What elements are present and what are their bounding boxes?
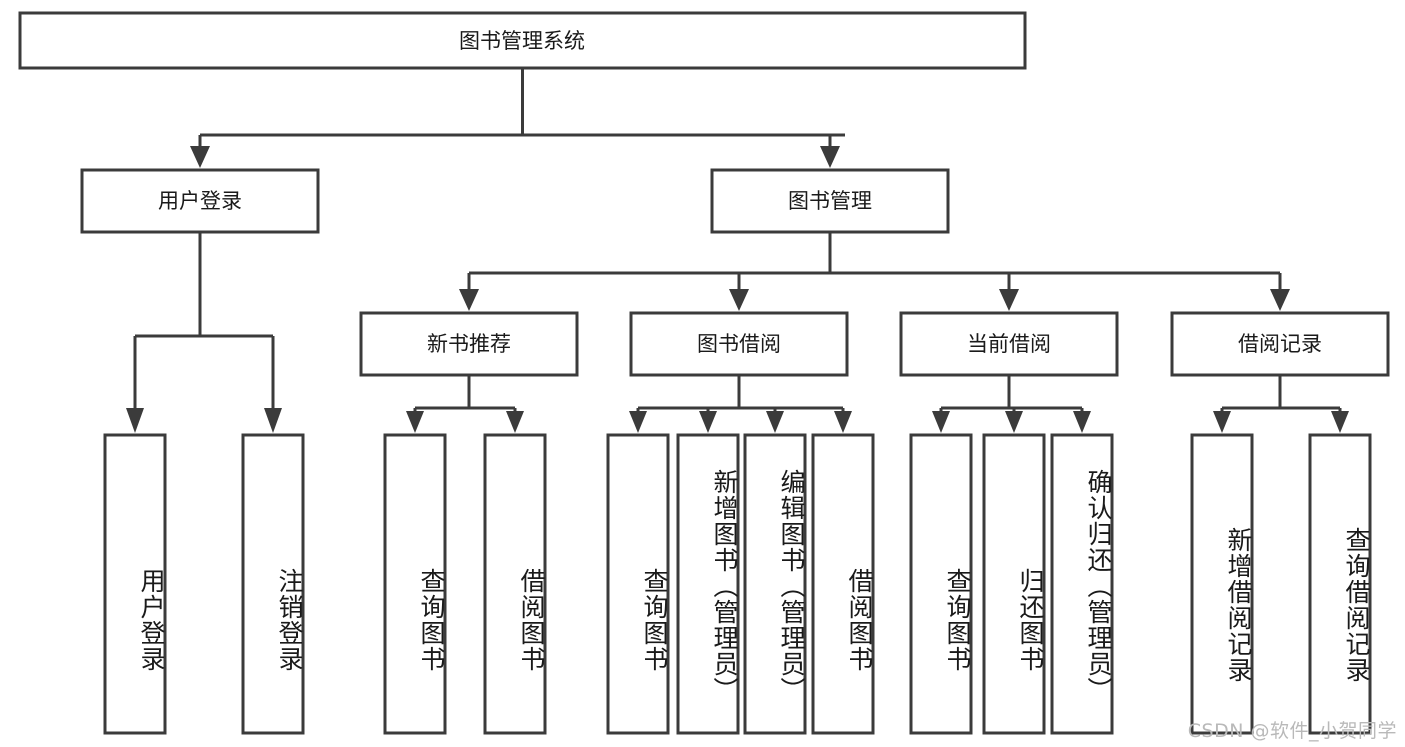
arrow-head-leaf-user-login — [126, 408, 144, 433]
node-borrow-record[interactable]: 借阅记录 — [1170, 311, 1390, 377]
arrow-head-leaf-borrow-book-a — [506, 411, 524, 433]
edges-book-borrow-to-leaves — [629, 375, 852, 433]
edges-borrow-record-to-leaves — [1213, 375, 1349, 433]
arrow-head-to-user-login — [190, 146, 210, 168]
node-user-login-label: 用户登录 — [158, 189, 242, 213]
arrow-head-to-current-borrow — [999, 289, 1019, 311]
node-root[interactable]: 图书管理系统 — [18, 11, 1027, 70]
edges-root-to-level2 — [190, 68, 845, 168]
leaf-boxes — [103, 433, 1372, 735]
leaf-box-edit-book[interactable] — [743, 433, 807, 735]
leaf-box-query-book-a[interactable] — [383, 433, 447, 735]
arrow-head-leaf-query-book-c — [932, 411, 950, 433]
node-book-manage[interactable]: 图书管理 — [710, 168, 950, 234]
node-new-book-recommend-box[interactable] — [359, 311, 579, 377]
edges-current-borrow-to-leaves — [932, 375, 1091, 433]
leaf-box-borrow-book-a[interactable] — [483, 433, 547, 735]
leaf-box-confirm-return[interactable] — [1050, 433, 1114, 735]
arrow-head-leaf-add-book — [699, 411, 717, 433]
node-book-manage-label: 图书管理 — [788, 189, 872, 213]
leaf-box-add-book[interactable] — [676, 433, 740, 735]
node-user-login-box[interactable] — [80, 168, 320, 234]
leaf-box-query-book-b[interactable] — [606, 433, 670, 735]
arrow-head-leaf-confirm-return — [1073, 411, 1091, 433]
leaf-box-borrow-book-b[interactable] — [811, 433, 875, 735]
leaf-box-query-book-c[interactable] — [909, 433, 973, 735]
node-book-borrow[interactable]: 图书借阅 — [629, 311, 849, 377]
node-book-borrow-box[interactable] — [629, 311, 849, 377]
edges-new-book-rec-to-leaves — [406, 375, 524, 433]
leaf-box-logout[interactable] — [241, 433, 305, 735]
leaf-box-add-borrow-record[interactable] — [1190, 433, 1254, 735]
node-new-book-recommend[interactable]: 新书推荐 — [359, 311, 579, 377]
node-book-borrow-label: 图书借阅 — [697, 332, 781, 356]
node-current-borrow-label: 当前借阅 — [967, 332, 1051, 356]
arrow-head-to-book-manage — [820, 146, 840, 168]
edges-book-manage-to-level3 — [459, 232, 1290, 311]
arrow-head-to-book-borrow — [729, 289, 749, 311]
node-book-manage-box[interactable] — [710, 168, 950, 234]
arrow-head-leaf-return-book — [1005, 411, 1023, 433]
leaf-box-query-borrow-record[interactable] — [1308, 433, 1372, 735]
arrow-head-leaf-logout — [264, 408, 282, 433]
arrow-head-leaf-query-record — [1331, 411, 1349, 433]
node-borrow-record-label: 借阅记录 — [1238, 332, 1322, 356]
leaf-box-user-login[interactable] — [103, 433, 167, 735]
watermark-text: CSDN @软件_小贺同学 — [1187, 720, 1397, 742]
arrow-head-to-new-book-rec — [459, 289, 479, 311]
arrow-head-leaf-edit-book — [766, 411, 784, 433]
arrow-head-leaf-query-book-a — [406, 411, 424, 433]
arrow-head-leaf-add-record — [1213, 411, 1231, 433]
node-borrow-record-box[interactable] — [1170, 311, 1390, 377]
arrow-head-leaf-query-book-b — [629, 411, 647, 433]
node-root-box[interactable] — [18, 11, 1027, 70]
node-current-borrow-box[interactable] — [899, 311, 1119, 377]
edges-user-login-to-leaves — [126, 232, 282, 433]
node-user-login[interactable]: 用户登录 — [80, 168, 320, 234]
arrow-head-to-borrow-record — [1270, 289, 1290, 311]
node-root-label: 图书管理系统 — [459, 29, 585, 53]
node-current-borrow[interactable]: 当前借阅 — [899, 311, 1119, 377]
arrow-head-leaf-borrow-book-b — [834, 411, 852, 433]
leaf-box-return-book[interactable] — [982, 433, 1046, 735]
node-new-book-recommend-label: 新书推荐 — [427, 332, 511, 356]
